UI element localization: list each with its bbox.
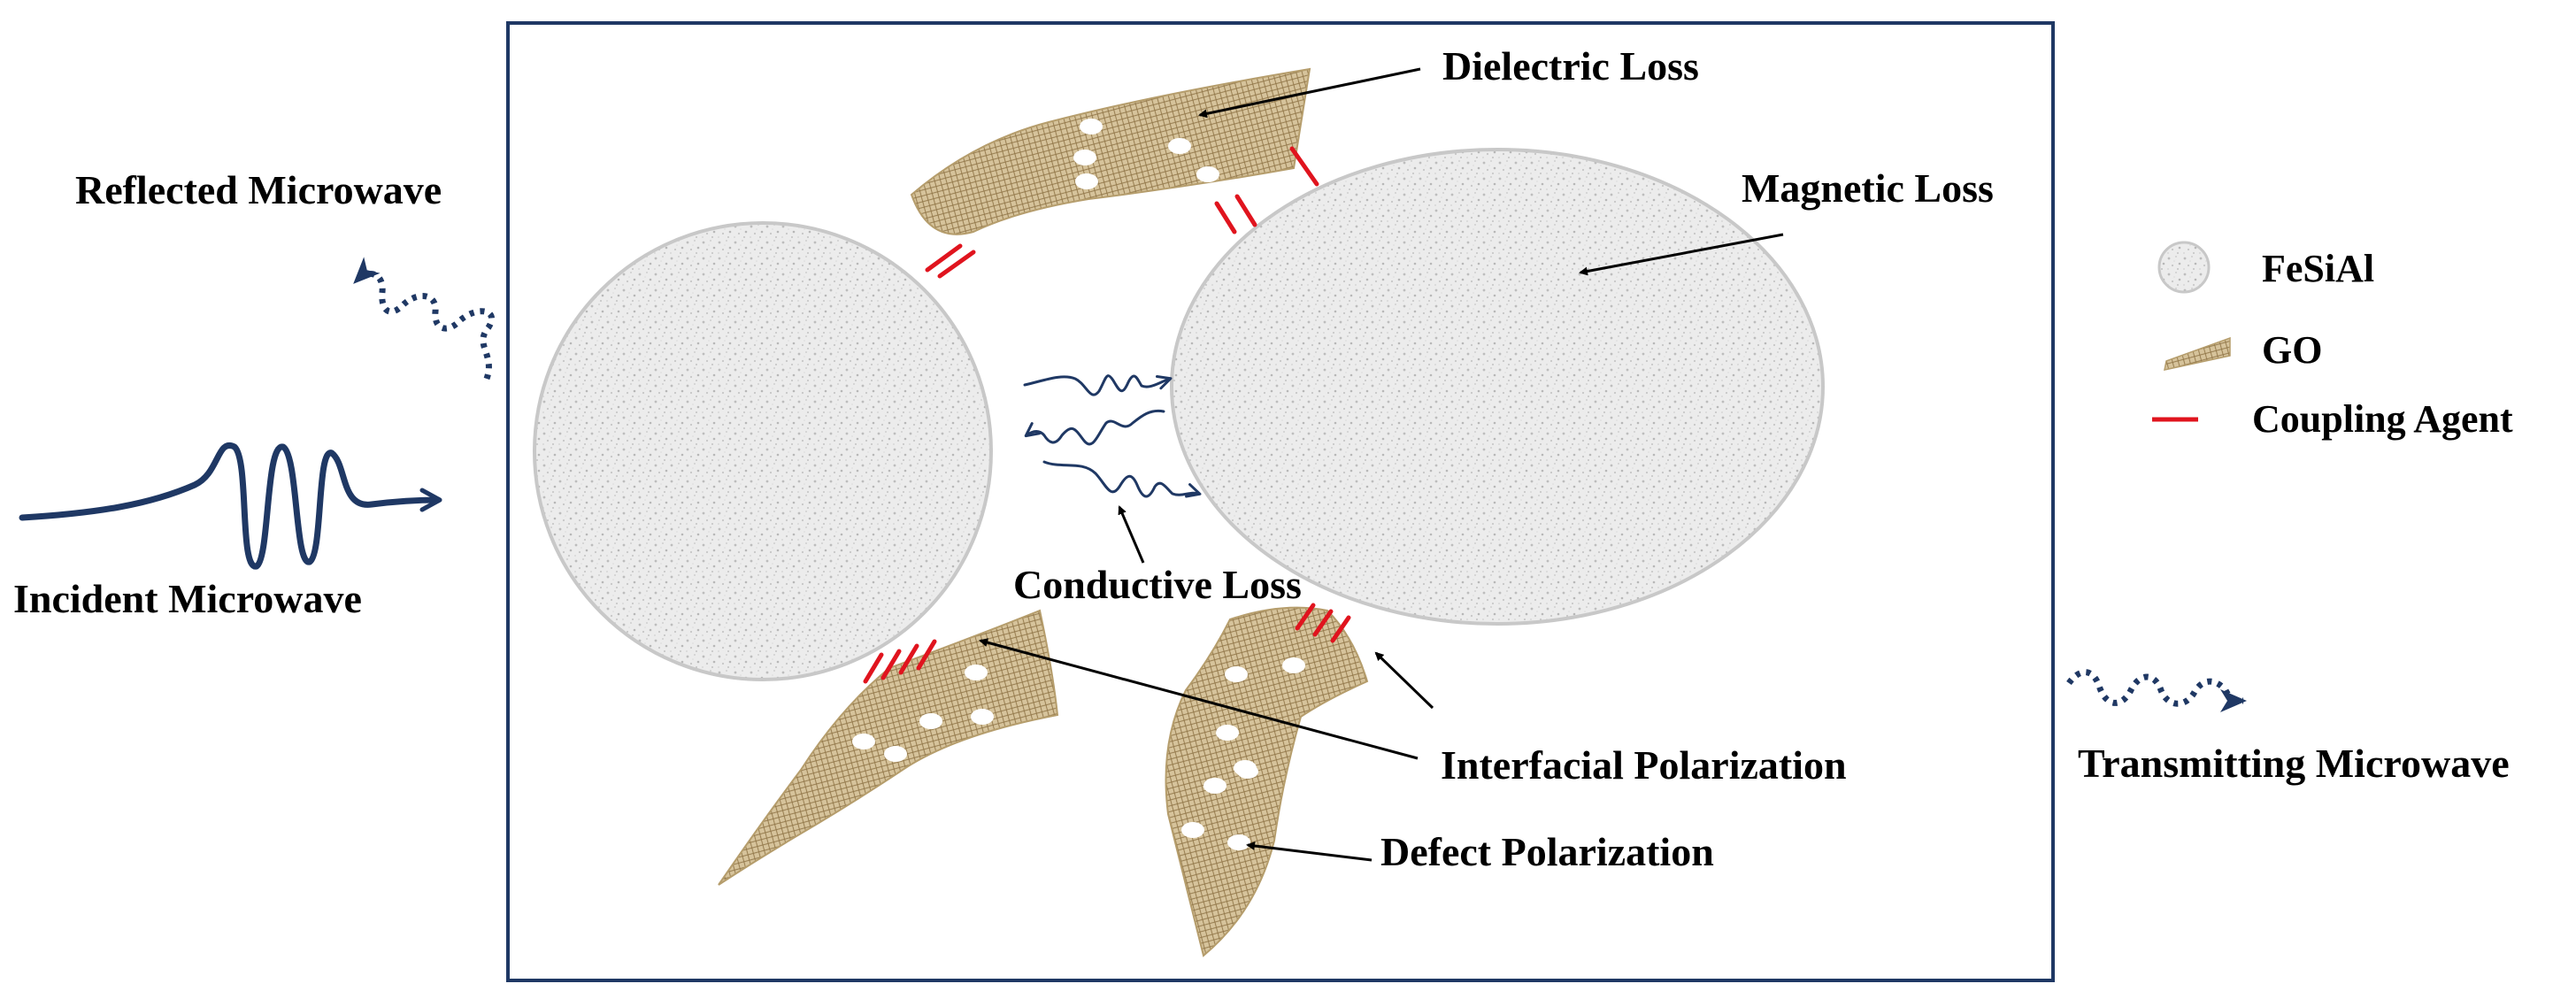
conductive-wave-1 — [1023, 374, 1173, 396]
go-defect-hole — [884, 746, 907, 762]
transmitting-microwave-label: Transmitting Microwave — [2078, 741, 2510, 786]
go-defect-hole — [1216, 725, 1239, 741]
reflected-microwave-label: Reflected Microwave — [75, 167, 442, 212]
go-defect-hole — [1075, 173, 1098, 189]
go-defect-hole — [1282, 657, 1305, 673]
interfacial-polarization-pointer-secondary — [1374, 651, 1434, 710]
main-frame — [506, 21, 2055, 982]
go-defect-hole — [1237, 765, 1258, 779]
go-defect-hole — [1073, 150, 1096, 165]
transmitting-microwave-wave — [2066, 669, 2247, 712]
conductive-loss-label: Conductive Loss — [1013, 562, 1302, 607]
fesial-particle-right — [1170, 148, 1825, 626]
coupling-agent-group — [863, 146, 1351, 684]
legend-item-coupling-agent: Coupling Agent — [2152, 397, 2513, 441]
defect-polarization-label: Defect Polarization — [1380, 829, 1714, 874]
interfacial-polarization-pointer — [979, 638, 1419, 760]
conductive-wave-2 — [1024, 409, 1165, 446]
legend-label-coupling-agent: Coupling Agent — [2252, 397, 2513, 441]
conductive-loss-waves — [1023, 374, 1202, 498]
incident-microwave-wave — [19, 442, 442, 570]
go-legend-icon — [2164, 336, 2231, 371]
go-sheet-bottom-right — [1165, 606, 1369, 957]
go-defect-hole — [1196, 166, 1219, 182]
go-defect-hole — [965, 665, 988, 680]
go-defect-hole — [1168, 138, 1191, 154]
legend: FeSiAl GO Coupling Agent — [2152, 241, 2513, 441]
fesial-legend-icon — [2157, 241, 2211, 294]
go-defect-hole — [919, 713, 942, 729]
go-sheet-top — [910, 67, 1311, 235]
incident-microwave-label: Incident Microwave — [13, 576, 362, 621]
go-sheet-bottom-left — [718, 609, 1059, 886]
legend-label-go: GO — [2262, 328, 2322, 372]
fesial-particle-left — [533, 221, 993, 681]
go-defect-hole — [971, 709, 994, 725]
dielectric-loss-label: Dielectric Loss — [1442, 43, 1699, 88]
magnetic-loss-label: Magnetic Loss — [1742, 165, 1994, 211]
go-defect-hole — [1227, 834, 1250, 850]
go-defect-hole — [1181, 822, 1204, 838]
legend-label-fesial: FeSiAl — [2262, 247, 2374, 290]
conductive-wave-3 — [1042, 460, 1202, 498]
pointer-arrows — [979, 67, 1784, 862]
go-defect-hole — [1225, 666, 1248, 682]
dielectric-loss-pointer — [1198, 67, 1421, 119]
conductive-loss-pointer — [1118, 505, 1145, 564]
magnetic-loss-pointer — [1579, 233, 1784, 276]
legend-item-fesial: FeSiAl — [2157, 241, 2374, 294]
reflected-microwave-wave — [353, 257, 495, 380]
go-defect-hole — [852, 734, 875, 749]
legend-item-go: GO — [2164, 328, 2322, 372]
go-defect-hole — [1203, 778, 1226, 794]
interfacial-polarization-label: Interfacial Polarization — [1441, 742, 1847, 788]
defect-polarization-pointer — [1246, 841, 1373, 862]
go-defect-hole — [1080, 119, 1103, 134]
